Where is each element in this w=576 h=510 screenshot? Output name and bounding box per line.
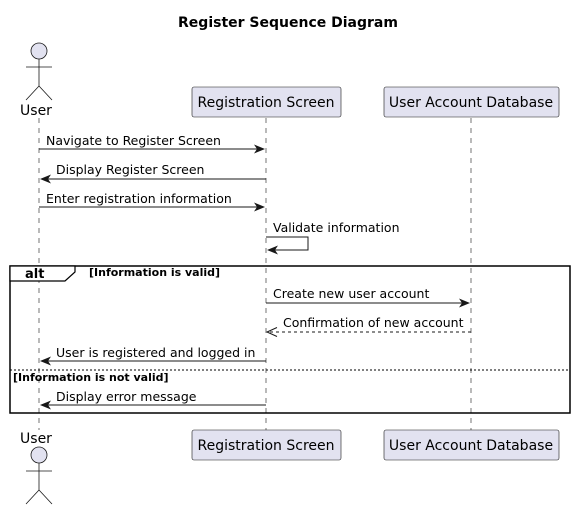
actor-head-icon: [30, 446, 48, 464]
participant-registration-screen-bottom: [191, 429, 342, 461]
alt-frame-tab: [9, 265, 76, 282]
arrow-head-icon: [40, 174, 51, 184]
participant-registration-screen-label-top: Registration Screen: [197, 95, 334, 111]
message-label: Display Register Screen: [56, 162, 204, 177]
arrow-head-icon: [254, 202, 265, 212]
diagram-title: Register Sequence Diagram: [178, 15, 398, 31]
alt-keyword: alt: [25, 267, 44, 282]
participant-registration-screen-top: [191, 86, 342, 118]
actor-user-top: [25, 42, 53, 101]
arrow-head-icon: [267, 245, 278, 255]
alt-frame: [9, 265, 571, 414]
actor-user-bottom: [25, 446, 53, 505]
participant-user-account-database-label-bottom: User Account Database: [389, 438, 553, 454]
participant-user-account-database-bottom: [383, 429, 560, 461]
arrow-head-icon: [459, 298, 470, 308]
participant-user-account-database-top: [383, 86, 560, 118]
arrow-head-icon: [40, 356, 51, 366]
message-label: Enter registration information: [46, 191, 232, 206]
participant-registration-screen-label-bottom: Registration Screen: [197, 438, 334, 454]
participant-user-label-top: User: [20, 103, 52, 119]
arrow-head-icon: [265, 327, 278, 337]
message-label: Display error message: [56, 389, 197, 404]
message-label: Validate information: [273, 220, 400, 235]
participant-user-account-database-label-top: User Account Database: [389, 95, 553, 111]
actor-head-icon: [30, 42, 48, 60]
participant-user-label-bottom: User: [20, 431, 52, 447]
arrow-head-icon: [254, 144, 265, 154]
message-label: User is registered and logged in: [56, 345, 255, 360]
self-message-arrow: [266, 236, 309, 251]
alt-guard-valid: [Information is valid]: [89, 266, 220, 279]
alt-guard-invalid: [Information is not valid]: [13, 371, 169, 384]
arrow-head-icon: [40, 400, 51, 410]
message-label: Create new user account: [273, 286, 429, 301]
message-label: Navigate to Register Screen: [46, 133, 221, 148]
message-label: Confirmation of new account: [283, 315, 464, 330]
